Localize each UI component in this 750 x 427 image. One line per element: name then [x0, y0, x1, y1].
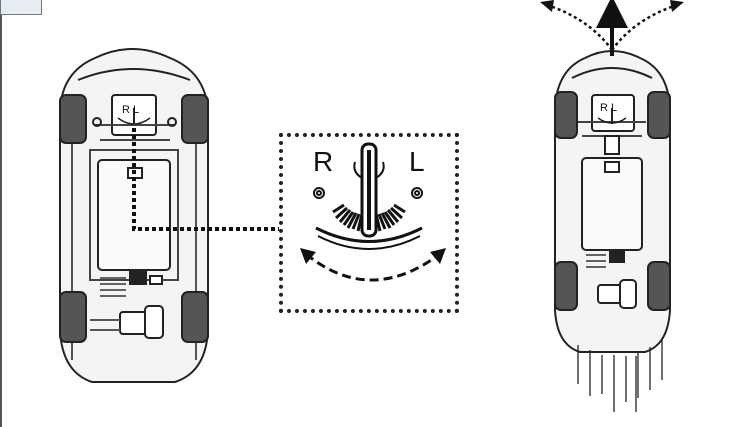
label-right: R — [313, 146, 334, 177]
trim-dial-detail — [300, 142, 446, 282]
direction-arrows — [540, 0, 684, 56]
right-car-dial-text: R L — [600, 102, 617, 114]
left-car-dial-text: R L — [122, 104, 139, 116]
connector-line — [132, 128, 279, 231]
label-left: L — [409, 146, 425, 177]
panel-border — [0, 0, 2, 427]
motion-lines — [577, 340, 663, 412]
corner-tab — [0, 0, 42, 15]
detail-callout-frame — [279, 133, 459, 313]
right-car — [554, 50, 671, 353]
